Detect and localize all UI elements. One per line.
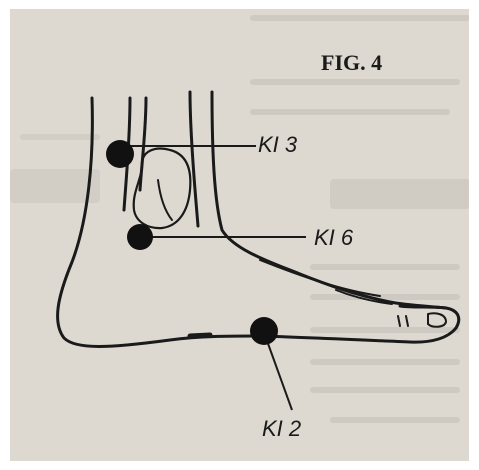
toenail <box>428 313 446 327</box>
ki2-point <box>250 317 278 345</box>
foot-outline-front <box>212 92 446 308</box>
sole-detail <box>190 335 210 336</box>
ankle-bone <box>134 149 191 229</box>
ki6-point <box>127 224 153 250</box>
ki2-leader <box>266 338 292 410</box>
ki6-label: KI 6 <box>314 225 353 251</box>
tendon-line-3 <box>190 92 198 226</box>
toe-crease <box>398 316 408 326</box>
foot-outline-back <box>58 98 456 347</box>
ankle-bone-detail <box>158 180 172 220</box>
ki3-label: KI 3 <box>258 132 297 158</box>
ki2-label: KI 2 <box>262 416 301 442</box>
ki3-point <box>106 140 134 168</box>
